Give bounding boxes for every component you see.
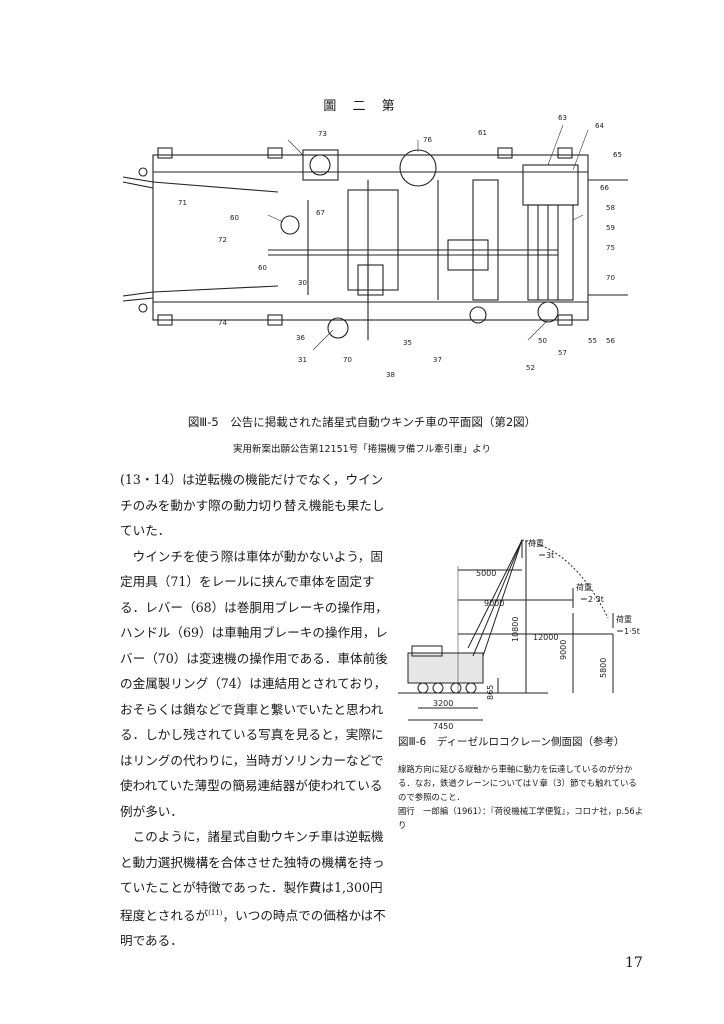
- svg-text:57: 57: [558, 349, 567, 357]
- svg-text:60: 60: [258, 264, 267, 272]
- svg-text:66: 66: [600, 184, 609, 192]
- dim-base-865: 865: [486, 685, 495, 700]
- body-paragraph-2: ウインチを使う際は車体が動かないよう，固定用具（71）をレールに挟んで車体を固定…: [120, 548, 388, 819]
- figure1-drawing: 73 76 63 64 65 66 71 60 72 60 30 67 75 7…: [122, 114, 628, 379]
- body-paragraph-1: (13・14）は逆転機の機能だけでなく，ウインチのみを動かす際の動力切り替え機能…: [120, 472, 385, 538]
- figure1-source: 実用新案出願公告第12151号「捲揚機ヲ備フル牽引車」より: [232, 444, 492, 455]
- dim-radius-5000: 5000: [476, 569, 496, 578]
- dim-height-10800: 10800: [511, 617, 520, 642]
- figure2-note: 線路方向に延びる縦軸から車軸に動力を伝達しているのが分かる．なお，鉄道クレーンに…: [398, 762, 644, 832]
- load1-value: ＝3t: [538, 551, 554, 560]
- dim-height-5800: 5800: [599, 658, 608, 678]
- svg-text:35: 35: [403, 339, 412, 347]
- svg-text:59: 59: [606, 224, 615, 232]
- svg-text:63: 63: [558, 114, 567, 122]
- dim-radius-9000: 9000: [484, 599, 504, 608]
- svg-text:64: 64: [595, 122, 604, 130]
- svg-text:76: 76: [423, 136, 432, 144]
- figure1-callout-labels: 73 76 63 64 65 66 71 60 72 60 30 67 75 7…: [178, 114, 622, 379]
- svg-text:71: 71: [178, 199, 187, 207]
- svg-text:58: 58: [606, 204, 615, 212]
- load2-label: 荷重: [576, 582, 592, 592]
- figure2-note-source: 國行 一郎編（1961）：『荷役機械工学便覧』，コロナ社，p.56より: [398, 806, 644, 830]
- dim-radius-12000: 12000: [533, 633, 558, 642]
- svg-text:72: 72: [218, 236, 227, 244]
- svg-text:36: 36: [296, 334, 305, 342]
- svg-text:73: 73: [318, 130, 327, 138]
- figure2-caption: 図Ⅲ-6 ディーゼルロコクレーン側面図（参考）: [398, 736, 625, 748]
- load2-value: ＝2·3t: [580, 595, 604, 604]
- svg-text:74: 74: [218, 319, 227, 327]
- page-number: 17: [625, 955, 643, 971]
- svg-text:56: 56: [606, 337, 615, 345]
- svg-text:60: 60: [230, 214, 239, 222]
- body-text: (13・14）は逆転機の機能だけでなく，ウインチのみを動かす際の動力切り替え機能…: [120, 467, 390, 954]
- figure1-caption: 図Ⅲ-5 公告に掲載された諸星式自動ウキンチ車の平面図（第2図）: [187, 415, 537, 429]
- body-paragraph-3b: ，いつの時点での価格かは不明である．: [120, 907, 386, 949]
- svg-text:70: 70: [606, 274, 615, 282]
- svg-text:55: 55: [588, 337, 597, 345]
- figure1-heading: 圖 二 第: [323, 99, 401, 114]
- figure2-drawing: 5000 9000 12000 10800 9000 5800 865 3200…: [398, 538, 640, 731]
- body-paragraph-3: このように，諸星式自動ウキンチ車は逆転機と動力選択機構を合体させた独特の機構を持…: [120, 824, 390, 954]
- svg-text:30: 30: [298, 279, 307, 287]
- svg-text:37: 37: [433, 356, 442, 364]
- dim-height-9000: 9000: [559, 640, 568, 660]
- svg-text:38: 38: [386, 371, 395, 379]
- reference-mark: (11): [208, 908, 223, 917]
- svg-text:70: 70: [343, 356, 352, 364]
- svg-text:50: 50: [538, 337, 547, 345]
- load1-label: 荷重: [528, 538, 544, 548]
- svg-text:67: 67: [316, 209, 325, 217]
- svg-text:65: 65: [613, 151, 622, 159]
- svg-text:31: 31: [298, 356, 307, 364]
- svg-text:75: 75: [606, 244, 615, 252]
- dim-width-3200: 3200: [433, 699, 453, 708]
- figure2-note-text: 線路方向に延びる縦軸から車軸に動力を伝達しているのが分かる．なお，鉄道クレーンに…: [398, 764, 637, 802]
- svg-text:52: 52: [526, 364, 535, 372]
- body-paragraph-3a: このように，諸星式自動ウキンチ車は逆転機と動力選択機構を合体させた独特の機構を持…: [120, 829, 385, 923]
- svg-text:61: 61: [478, 129, 487, 137]
- dim-width-7450: 7450: [433, 722, 453, 731]
- load3-label: 荷重: [616, 614, 632, 624]
- load3-value: ＝1·5t: [616, 627, 640, 636]
